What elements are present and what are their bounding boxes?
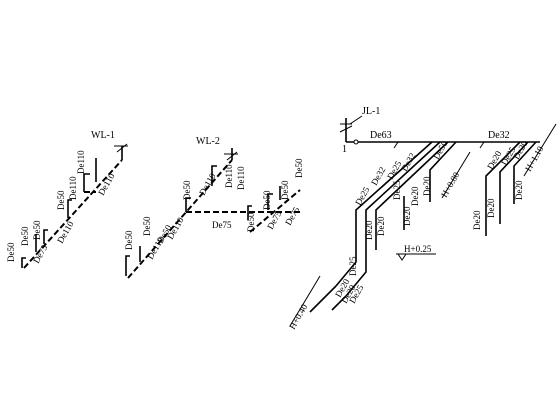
elev-h025-mark	[397, 253, 407, 261]
wl2-label-de50-h: De50	[294, 158, 304, 178]
jl1-label-de32-b: De32	[399, 151, 417, 173]
wl1-system: WL-1 De50 De50 De50 De75 De110 De50 De11…	[6, 130, 128, 269]
wl2-hook-5	[267, 193, 273, 210]
wl1-label-de110-a: De110	[55, 219, 76, 245]
jl1-tick-2	[479, 141, 485, 149]
jl1-label-de20-k: De20	[486, 198, 496, 218]
jl1-branch-a-tail	[309, 285, 337, 313]
wl1-label-de50-b: De50	[20, 226, 30, 246]
wl1-tag-slash	[116, 143, 128, 153]
wl2-label-de110-d: De110	[224, 164, 234, 188]
wl2-tag-slash	[226, 151, 238, 161]
wl2-label-de75-c: De75	[283, 205, 302, 227]
wl2-hook-2	[185, 197, 191, 212]
jl1-label-de63: De63	[370, 130, 392, 141]
wl1-label-de110-c: De110	[76, 150, 86, 174]
jl1-marker: 1	[342, 144, 347, 155]
jl1-label-de20-d: De20	[364, 220, 374, 240]
wl1-tag: WL-1	[91, 130, 115, 141]
jl1-system: JL-1 1 De63 De32 De25 De32 De25 De32 De5…	[287, 106, 557, 331]
jl1-label-de20-e: De20	[376, 216, 386, 236]
jl1-branch-h	[513, 141, 537, 204]
wl1-hook-4	[83, 173, 90, 192]
jl1-branch-g	[499, 141, 529, 224]
jl1-tag-slash	[339, 125, 353, 133]
wl2-label-de50-e: De50	[246, 212, 256, 232]
jl1-branch-d	[429, 141, 457, 202]
wl2-label-de50-a: De50	[124, 230, 134, 250]
elev-h040: H+0.40	[287, 302, 310, 331]
jl1-branch-b-tail	[331, 295, 347, 311]
elev-h080-line	[441, 151, 471, 199]
wl1-label-de50-a: De50	[6, 242, 16, 262]
elev-h040-line	[289, 275, 321, 327]
wl1-hook-2	[43, 229, 48, 244]
jl1-label-de20-a: De20	[402, 206, 412, 226]
jl1-label-de25-c: De25	[392, 180, 402, 200]
jl1-label-de20-j: De20	[472, 210, 482, 230]
wl2-hook-4	[247, 205, 252, 220]
jl1-label-de32: De32	[488, 130, 510, 141]
wl2-label-de110-e: De110	[236, 166, 246, 190]
jl1-tick-1	[393, 141, 399, 149]
elev-h110-line	[523, 123, 557, 177]
wl2-label-de50-d: De50	[182, 180, 192, 200]
wl1-label-de110-b: De110	[68, 176, 78, 200]
wl1-label-de50-c: De50	[32, 220, 42, 240]
jl1-label-de20-b: De20	[410, 186, 420, 206]
jl1-label-de20-c: De20	[422, 176, 432, 196]
wl1-label-de50-d: De50	[56, 190, 66, 210]
wl2-right-drain	[249, 189, 301, 233]
jl1-branch-a	[335, 141, 433, 287]
jl1-branch-b	[345, 141, 441, 297]
jl1-label-de25-a: De25	[353, 185, 372, 207]
wl2-system: WL-2 De50 De110 De50 De50 De110 De50 De1…	[124, 136, 304, 279]
jl1-branch-f	[485, 141, 521, 236]
jl1-branch-c	[375, 141, 449, 250]
wl2-label-de75: De75	[212, 220, 232, 230]
jl1-tag-leader	[349, 115, 363, 125]
wl2-tag: WL-2	[196, 136, 220, 147]
jl1-label-de20-l: De20	[514, 180, 524, 200]
wl2-label-de50-f: De50	[262, 190, 272, 210]
wl1-hook-3	[67, 199, 72, 218]
jl1-tag: JL-1	[362, 106, 380, 117]
wl2-hook-3	[211, 165, 217, 186]
wl2-label-de50-g: De50	[280, 180, 290, 200]
jl1-valve	[353, 139, 359, 145]
wl1-hook-1	[21, 257, 26, 268]
jl1-label-de25-d: De25	[348, 256, 358, 276]
wl1-main-drain	[23, 159, 123, 269]
wl2-label-de110-c: De110	[197, 171, 218, 197]
wl2-main-drain	[127, 159, 233, 279]
wl2-hook-1	[125, 255, 130, 276]
wl1-label-de75: De75	[31, 243, 50, 265]
elev-h025: H+0.25	[404, 244, 432, 254]
wl2-label-de50-b: De50	[142, 216, 152, 236]
